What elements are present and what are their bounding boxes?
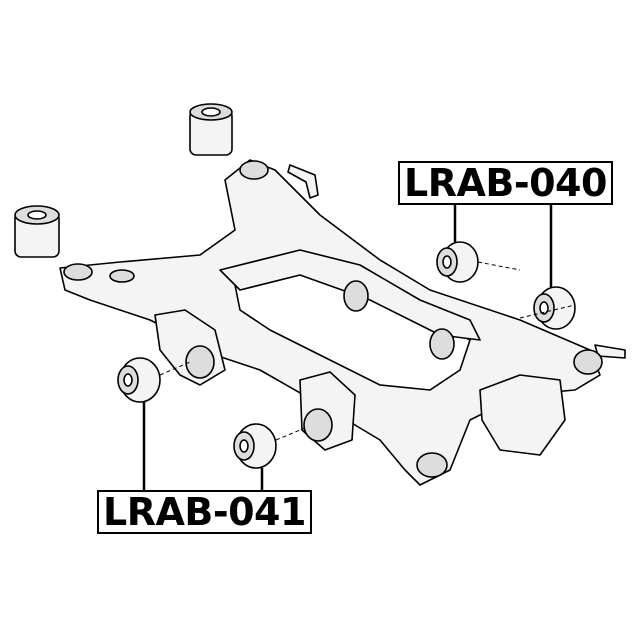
mount-eye-mid — [109, 269, 135, 283]
mount-eye-top — [239, 160, 269, 180]
bushing-lrab-041-a — [117, 357, 161, 403]
bushing-installed-3 — [343, 280, 369, 312]
part-label-lrab-041: LRAB-041 — [97, 490, 312, 534]
bushing-installed-4 — [429, 328, 455, 360]
subframe-bracket-right — [479, 374, 566, 456]
bushing-lrab-041-b — [233, 423, 277, 469]
bushing-top-loose — [189, 103, 233, 156]
bushing-installed-1 — [185, 345, 215, 379]
bushing-lrab-040-a — [436, 241, 479, 283]
bushing-lrab-040-b — [533, 286, 576, 330]
mount-eye-left — [63, 263, 93, 281]
mounting-stud-left — [287, 164, 319, 199]
mount-eye-bottom — [416, 452, 448, 478]
bushing-installed-2 — [303, 408, 333, 442]
bushing-left-loose — [14, 205, 60, 258]
mount-eye-right — [573, 349, 603, 375]
part-label-lrab-040: LRAB-040 — [398, 161, 613, 205]
subframe-rear-arm — [219, 249, 481, 341]
